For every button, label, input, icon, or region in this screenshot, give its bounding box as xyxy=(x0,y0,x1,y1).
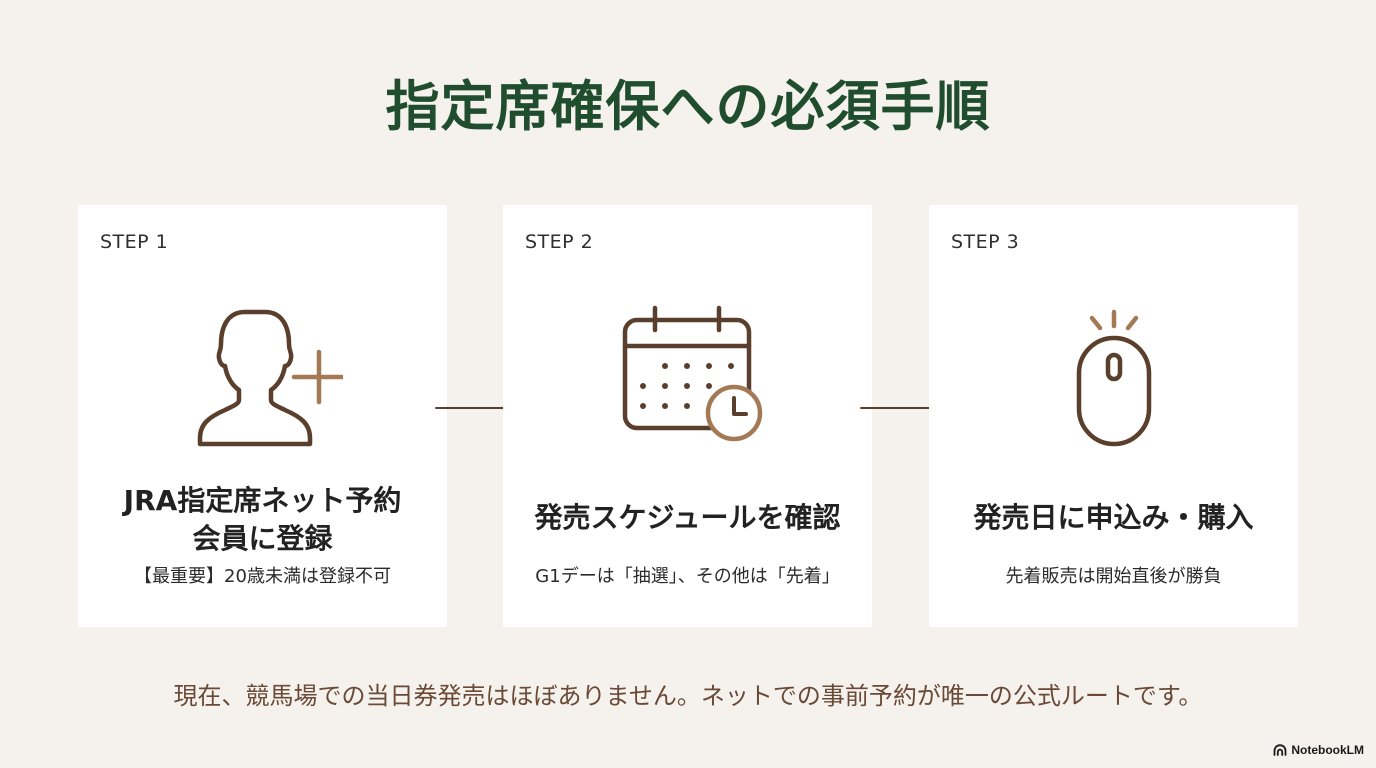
step-label: STEP 2 xyxy=(525,231,594,253)
step-title-line-1: 発売スケジュールを確認 xyxy=(534,501,841,534)
brand: NotebookLM xyxy=(1273,742,1364,758)
step-note: 【最重要】20歳未満は登録不可 xyxy=(134,566,391,587)
step-label: STEP 3 xyxy=(951,231,1020,253)
step-card-3: STEP 3 発売日に申込み・購入 先着販売は開始直後が勝負 xyxy=(929,205,1298,627)
add-user-icon xyxy=(78,300,447,460)
step-card-1: STEP 1 JRA指定席ネット予約 会員に登録 【最重要】20歳未満は登録不可 xyxy=(78,205,447,627)
brand-name: NotebookLM xyxy=(1291,743,1364,757)
step-title-line-1: JRA指定席ネット予約 xyxy=(123,484,402,517)
step-label: STEP 1 xyxy=(100,231,169,253)
page-title: 指定席確保への必須手順 xyxy=(385,74,991,138)
calendar-clock-icon xyxy=(503,300,872,460)
step-title-line-2: 会員に登録 xyxy=(192,522,333,555)
mouse-click-icon xyxy=(929,300,1298,460)
step-title-line-1: 発売日に申込み・購入 xyxy=(973,501,1254,534)
step-note: G1デーは「抽選」、その他は「先着」 xyxy=(535,566,840,587)
notebooklm-logo-icon xyxy=(1273,744,1287,756)
step-title: JRA指定席ネット予約 会員に登録 xyxy=(78,482,447,558)
step-title: 発売スケジュールを確認 xyxy=(503,499,872,537)
step-title: 発売日に申込み・購入 xyxy=(929,499,1298,537)
step-note: 先着販売は開始直後が勝負 xyxy=(1005,566,1222,587)
step-card-2: STEP 2 xyxy=(503,205,872,627)
footer-note: 現在、競馬場での当日券発売はほぼありません。ネットでの事前予約が唯一の公式ルート… xyxy=(173,682,1203,710)
